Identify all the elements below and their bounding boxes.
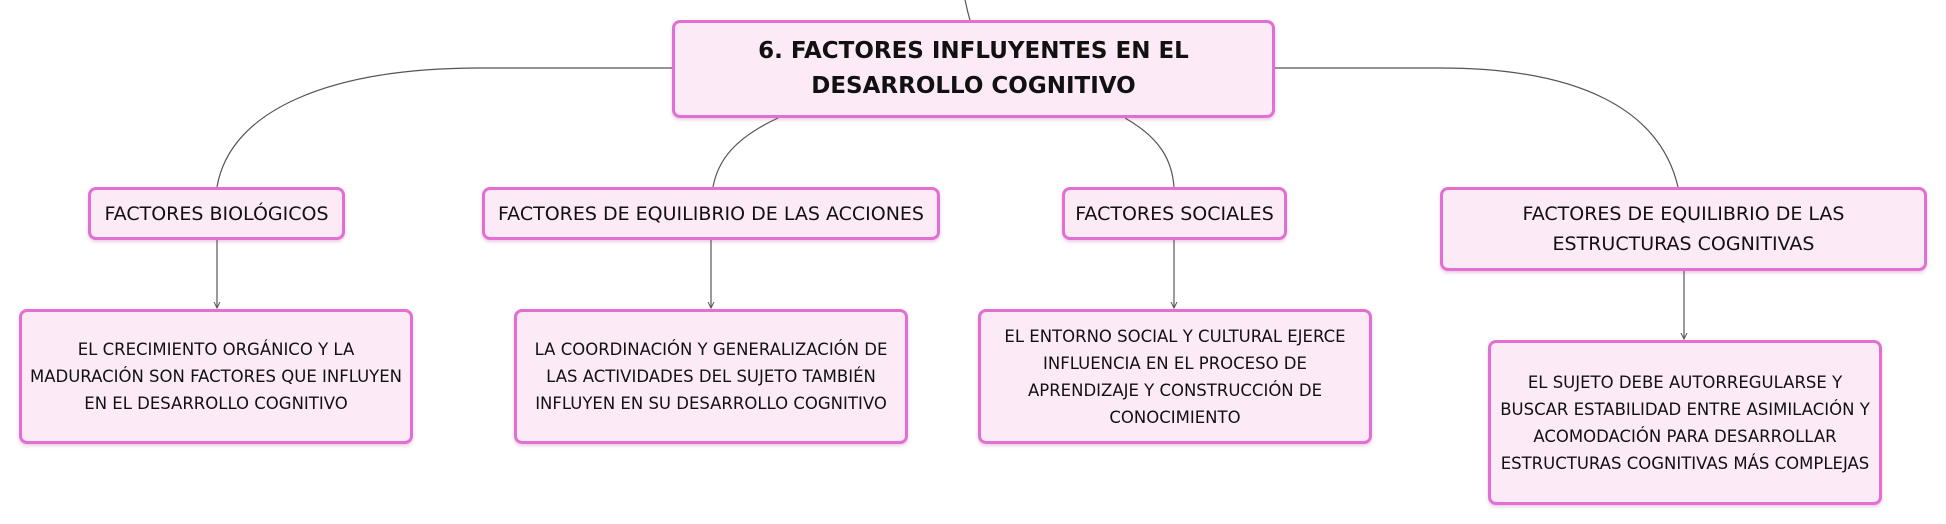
category-node-factores-sociales[interactable]: FACTORES SOCIALES [1062,187,1287,240]
connector-parent-incoming [964,0,971,21]
category-node-factores-biologicos[interactable]: FACTORES BIOLÓGICOS [88,187,345,240]
connector-root-to-factores-equilibrio-estructuras [1275,67,1679,188]
connector-root-to-factores-sociales [1124,117,1175,188]
root-topic-label: 6. FACTORES INFLUYENTES EN EL DESARROLLO… [758,38,1189,99]
detail-node-factores-sociales[interactable]: EL ENTORNO SOCIAL Y CULTURAL EJERCE INFL… [978,309,1372,444]
category-node-factores-equilibrio-acciones[interactable]: FACTORES DE EQUILIBRIO DE LAS ACCIONES [482,187,940,240]
detail-node-factores-biologicos[interactable]: EL CRECIMIENTO ORGÁNICO Y LA MADURACIÓN … [19,309,413,444]
root-topic-node[interactable]: 6. FACTORES INFLUYENTES EN EL DESARROLLO… [672,20,1275,118]
category-label-factores-sociales: FACTORES SOCIALES [1075,202,1274,225]
detail-text-factores-biologicos: EL CRECIMIENTO ORGÁNICO Y LA MADURACIÓN … [29,340,402,413]
category-node-factores-equilibrio-estructuras[interactable]: FACTORES DE EQUILIBRIO DE LAS ESTRUCTURA… [1440,187,1927,271]
detail-node-factores-equilibrio-estructuras[interactable]: EL SUJETO DEBE AUTORREGULARSE Y BUSCAR E… [1488,340,1882,505]
category-label-factores-equilibrio-estructuras: FACTORES DE EQUILIBRIO DE LAS ESTRUCTURA… [1522,203,1845,255]
detail-text-factores-equilibrio-estructuras: EL SUJETO DEBE AUTORREGULARSE Y BUSCAR E… [1500,372,1870,473]
detail-text-factores-equilibrio-acciones: LA COORDINACIÓN Y GENERALIZACIÓN DE LAS … [534,340,888,413]
connector-root-to-factores-biologicos [216,67,672,188]
detail-text-factores-sociales: EL ENTORNO SOCIAL Y CULTURAL EJERCE INFL… [1004,326,1346,427]
category-label-factores-biologicos: FACTORES BIOLÓGICOS [104,202,329,225]
connector-root-to-factores-equilibrio-acciones [712,117,779,188]
detail-node-factores-equilibrio-acciones[interactable]: LA COORDINACIÓN Y GENERALIZACIÓN DE LAS … [514,309,908,444]
category-label-factores-equilibrio-acciones: FACTORES DE EQUILIBRIO DE LAS ACCIONES [498,202,924,225]
